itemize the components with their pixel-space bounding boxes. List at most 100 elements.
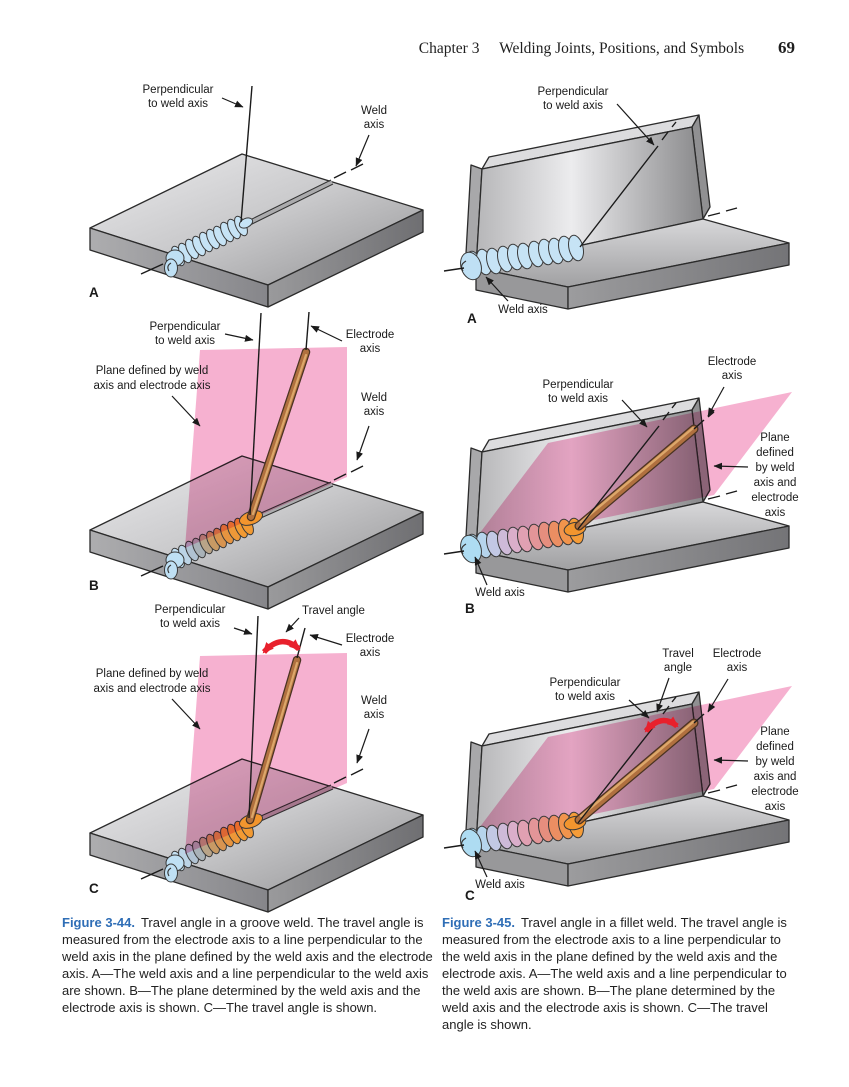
weld-axis-pointer-arrow — [356, 728, 370, 764]
figure-3-44-diagram-c: Travel angle Perpendicular to weld axis … — [89, 604, 424, 913]
figure-3-45-diagram-c: Travel angle Electrode axis Perpendicula… — [443, 648, 799, 903]
plane-label-line2: axis and electrode axis — [94, 683, 211, 695]
plane-pointer-arrow — [171, 698, 201, 730]
figure-3-45-diagram-b: Electrode axis Perpendicular to weld axi… — [443, 356, 799, 616]
weld-axis-line — [443, 207, 738, 272]
plane-pointer-arrow — [171, 395, 201, 427]
figure-3-45-number: Figure 3-45. — [442, 915, 515, 930]
travel-angle-arrow — [261, 639, 301, 654]
perpendicular-line — [249, 312, 262, 516]
perpendicular-label-line2: to weld axis — [148, 98, 208, 110]
perpendicular-pointer-arrow — [621, 399, 648, 428]
perpendicular-label-line2: to weld axis — [160, 618, 220, 630]
electrode-axis-pointer-arrow — [707, 386, 725, 417]
weld-axis-label: Weld axis — [498, 304, 548, 316]
groove-seam — [245, 179, 334, 227]
weld-bead — [164, 215, 254, 278]
svg-text:electrode: electrode — [751, 492, 798, 504]
perpendicular-label-line2: to weld axis — [155, 335, 215, 347]
svg-text:axis and: axis and — [754, 477, 797, 489]
view-letter: B — [465, 601, 475, 616]
svg-text:defined: defined — [756, 447, 794, 459]
weld-axis-label-line2: axis — [364, 406, 385, 418]
perpendicular-pointer-arrow — [233, 627, 253, 635]
figure-3-45-caption: Figure 3-45.Travel angle in a fillet wel… — [442, 914, 798, 1033]
electrode-axis-label-line1: Electrode — [346, 633, 395, 645]
weld-axis-line — [140, 465, 364, 577]
perpendicular-label-line1: Perpendicular — [538, 86, 609, 98]
figure-3-44-caption: Figure 3-44.Travel angle in a groove wel… — [62, 914, 440, 1016]
weld-axis-label: Weld axis — [475, 879, 525, 891]
electrode — [574, 424, 699, 531]
weld-axis-label-line2: axis — [364, 709, 385, 721]
perpendicular-label-line1: Perpendicular — [155, 604, 226, 616]
weld-electrode-plane — [470, 686, 792, 840]
svg-text:Plane: Plane — [760, 726, 789, 738]
svg-text:Plane: Plane — [760, 432, 789, 444]
svg-text:by weld: by weld — [756, 462, 795, 474]
weld-axis-line — [443, 490, 738, 555]
electrode-axis-pointer-arrow — [309, 634, 343, 646]
travel-angle-label: Travel angle — [302, 605, 365, 617]
perpendicular-pointer-arrow — [224, 333, 254, 342]
plane-label: Plane defined by weld axis and electrode… — [751, 726, 798, 813]
svg-text:electrode: electrode — [751, 786, 798, 798]
weld-axis-label-line2: axis — [364, 119, 385, 131]
perpendicular-label-line1: Perpendicular — [543, 379, 614, 391]
perpendicular-line — [577, 696, 677, 824]
electrode-axis-label-line1: Electrode — [346, 329, 395, 341]
view-letter: C — [89, 881, 99, 896]
electrode-axis-label-line2: axis — [360, 647, 381, 659]
perpendicular-pointer-arrow — [221, 97, 244, 108]
perpendicular-label-line2: to weld axis — [555, 691, 615, 703]
figure-3-45-caption-text: Travel angle in a fillet weld. The trave… — [442, 915, 787, 1032]
figure-3-44-caption-text: Travel angle in a groove weld. The trave… — [62, 915, 433, 1015]
weld-electrode-plane — [470, 392, 792, 546]
electrode — [246, 347, 311, 522]
plane-label-line1: Plane defined by weld — [96, 668, 209, 680]
weld-axis-line — [140, 768, 364, 880]
travel-angle-pointer-arrow — [656, 677, 670, 713]
figure-3-44-diagram-a: Perpendicular to weld axis Weld axis A — [89, 84, 424, 308]
weld-axis-label-line1: Weld — [361, 695, 387, 707]
weld-axis-line — [443, 784, 738, 849]
chapter-label: Chapter 3 — [418, 40, 480, 57]
electrode-axis-label-line1: Electrode — [713, 648, 762, 660]
perpendicular-line — [240, 85, 253, 223]
travel-angle-arrow — [643, 716, 679, 733]
view-letter: C — [465, 888, 475, 903]
weld-bead-front-blob — [164, 854, 185, 883]
svg-text:axis: axis — [765, 507, 786, 519]
electrode-axis-label-line1: Electrode — [708, 356, 757, 368]
perpendicular-pointer-arrow — [628, 699, 650, 719]
svg-text:axis and: axis and — [754, 771, 797, 783]
plane-label-line2: axis and electrode axis — [94, 380, 211, 392]
plane-label-line1: Plane defined by weld — [96, 365, 209, 377]
figure-3-45-diagram-a: Perpendicular to weld axis Weld axis A — [443, 86, 790, 326]
weld-bead-front-blob — [164, 551, 185, 580]
page-number: 69 — [778, 38, 795, 57]
weld-axis-label-line1: Weld — [361, 392, 387, 404]
svg-text:axis: axis — [765, 801, 786, 813]
view-letter: A — [89, 285, 99, 300]
perpendicular-pointer-arrow — [616, 103, 655, 146]
chapter-title: Welding Joints, Positions, and Symbols — [499, 40, 745, 57]
weld-bead — [460, 811, 584, 858]
electrode-axis-pointer-arrow — [310, 325, 343, 342]
weld-axis-label-line1: Weld — [361, 105, 387, 117]
travel-angle-label-line1: Travel — [662, 648, 694, 660]
perpendicular-label-line1: Perpendicular — [143, 84, 214, 96]
weld-axis-pointer-arrow — [485, 276, 509, 302]
figure-3-44-diagram-b: Perpendicular to weld axis Electrode axi… — [89, 311, 424, 610]
plane-pointer-arrow — [713, 756, 749, 764]
plane-pointer-arrow — [713, 462, 749, 470]
weld-axis-pointer-arrow — [356, 425, 370, 461]
weld-axis-pointer-arrow — [355, 134, 370, 167]
page-header: Chapter 3 Welding Joints, Positions, and… — [419, 38, 795, 58]
weld-electrode-plane — [185, 347, 347, 548]
electrode-axis-line — [305, 311, 310, 351]
perpendicular-label-line2: to weld axis — [548, 393, 608, 405]
perpendicular-line — [248, 615, 259, 819]
figure-3-44-number: Figure 3-44. — [62, 915, 135, 930]
